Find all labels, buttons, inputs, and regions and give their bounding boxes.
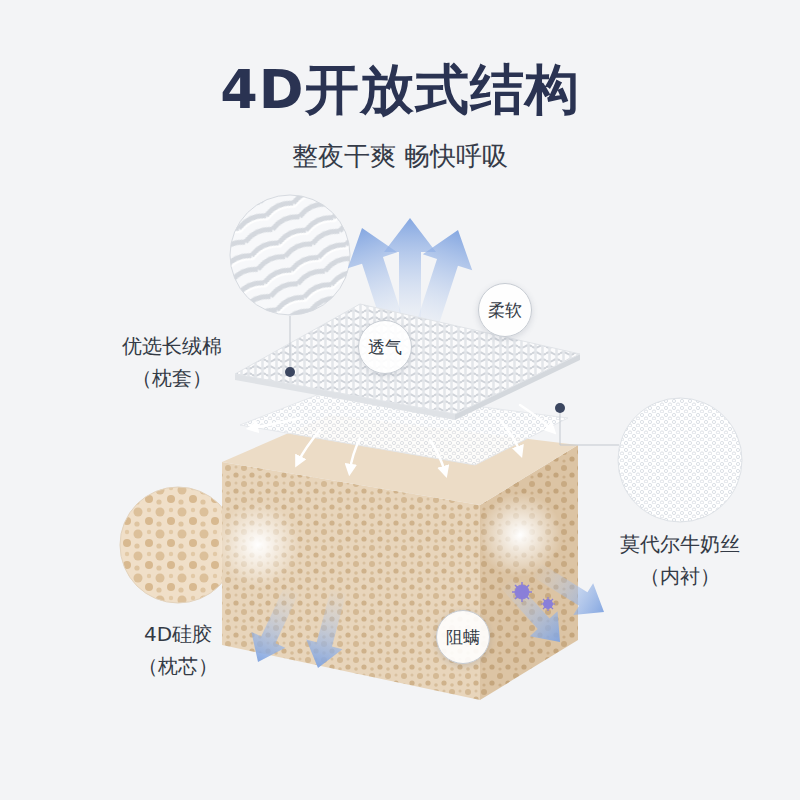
mite-icons <box>512 582 555 611</box>
feature-text: 阻螨 <box>446 627 480 647</box>
leader-lines <box>290 316 619 445</box>
air-arrow <box>241 582 308 670</box>
leader-line <box>290 316 291 368</box>
air-glow <box>216 503 300 587</box>
leader-dot <box>555 403 565 413</box>
part-note: （枕套） <box>132 366 212 391</box>
main-title: 4D开放式结构 <box>0 58 800 123</box>
feature-text: 透气 <box>368 337 402 357</box>
flow-arrow <box>500 420 520 452</box>
air-glow <box>478 493 562 577</box>
modal-closeup <box>618 398 742 522</box>
flow-arrows <box>252 405 552 472</box>
feature-bubble: 阻螨 <box>436 610 490 664</box>
flow-arrow <box>252 418 300 428</box>
air-arrow <box>300 587 357 673</box>
mite-icon <box>512 582 532 602</box>
feature-bubble: 透气 <box>358 320 412 374</box>
part-name: 莫代尔牛奶丝 <box>620 532 740 557</box>
airflow-down-arrows <box>241 554 614 673</box>
leader-dot <box>285 367 295 377</box>
cotton-closeup <box>230 195 350 315</box>
subtitle: 整夜干爽 畅快呼吸 <box>292 140 508 173</box>
part-note: （内衬） <box>640 564 720 589</box>
part-name: 优选长绒棉 <box>122 334 222 359</box>
part-name: 4D硅胶 <box>144 622 212 647</box>
flow-arrow <box>520 405 552 430</box>
flow-arrow <box>298 430 320 462</box>
part-note: （枕芯） <box>138 654 218 679</box>
feature-bubble: 柔软 <box>478 283 532 337</box>
flow-arrow <box>350 438 360 470</box>
feature-text: 柔软 <box>488 300 522 320</box>
foam-block <box>216 415 578 700</box>
flow-arrow <box>430 440 445 472</box>
air-arrow <box>493 571 574 655</box>
leader-line <box>560 412 619 445</box>
mite-icon <box>541 597 555 611</box>
